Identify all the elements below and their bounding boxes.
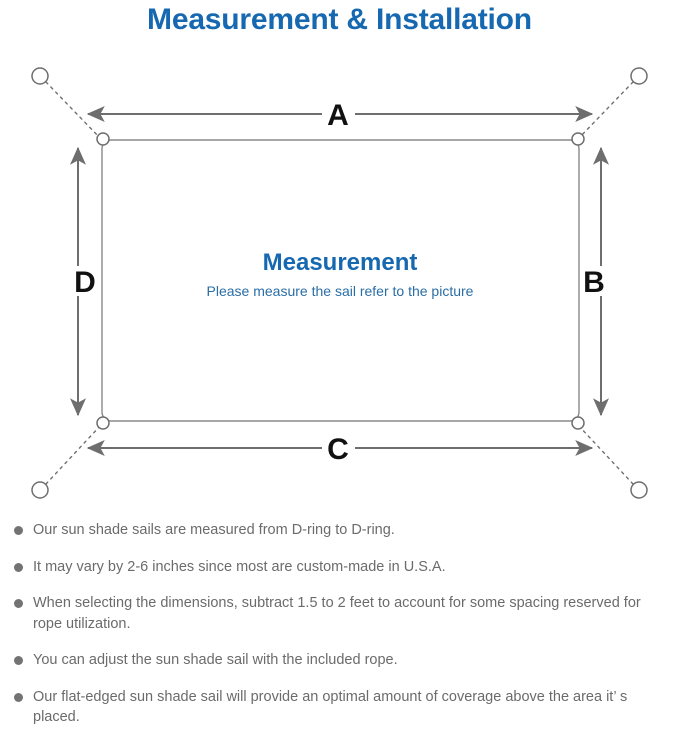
rope-lines: [45, 81, 634, 485]
list-item: It may vary by 2-6 inches since most are…: [10, 557, 663, 578]
anchor-points: [31, 67, 648, 499]
d-ring-top-right: [571, 132, 585, 146]
anchor-point-top-right: [630, 67, 648, 85]
note-text: Our sun shade sails are measured from D-…: [33, 522, 395, 538]
d-rings: [96, 132, 585, 430]
list-item: Our flat-edged sun shade sail will provi…: [10, 687, 663, 728]
d-ring-top-left: [96, 132, 110, 146]
bullet-icon: [14, 599, 23, 609]
measurement-diagram: A B C D Measurement Please measure the s…: [0, 44, 679, 514]
notes-list: Our sun shade sails are measured from D-…: [0, 520, 679, 744]
list-item: When selecting the dimensions, subtract …: [10, 593, 663, 634]
note-text: It may vary by 2-6 inches since most are…: [33, 558, 446, 575]
note-text: When selecting the dimensions, subtract …: [33, 595, 641, 632]
rope-top-left: [45, 81, 102, 140]
note-text: Our flat-edged sun shade sail will provi…: [33, 688, 628, 726]
list-item: You can adjust the sun shade sail with t…: [10, 650, 663, 671]
sail-subtitle: Please measure the sail refer to the pic…: [207, 283, 474, 299]
anchor-point-bottom-right: [630, 481, 648, 499]
note-text: You can adjust the sun shade sail with t…: [33, 652, 398, 669]
d-ring-bottom-left: [96, 416, 110, 430]
anchor-point-bottom-left: [31, 481, 49, 499]
bullet-icon: [14, 526, 23, 535]
dimension-label-c: C: [327, 433, 349, 466]
dimension-label-d: D: [74, 266, 96, 299]
sail-title: Measurement: [263, 249, 418, 276]
bullet-icon: [14, 562, 23, 572]
rope-bottom-right: [577, 424, 634, 485]
d-ring-bottom-right: [571, 416, 585, 430]
dimension-label-b: B: [583, 266, 605, 299]
anchor-point-top-left: [31, 67, 49, 85]
dimension-label-a: A: [327, 99, 349, 132]
bullet-icon: [14, 692, 23, 702]
rope-top-right: [577, 81, 634, 140]
page-title: Measurement & Installation: [147, 3, 532, 36]
dimension-arrows: [70, 106, 609, 456]
sail-body: [101, 139, 580, 422]
list-item: Our sun shade sails are measured from D-…: [10, 520, 663, 541]
rope-bottom-left: [45, 424, 102, 485]
bullet-icon: [14, 656, 23, 666]
